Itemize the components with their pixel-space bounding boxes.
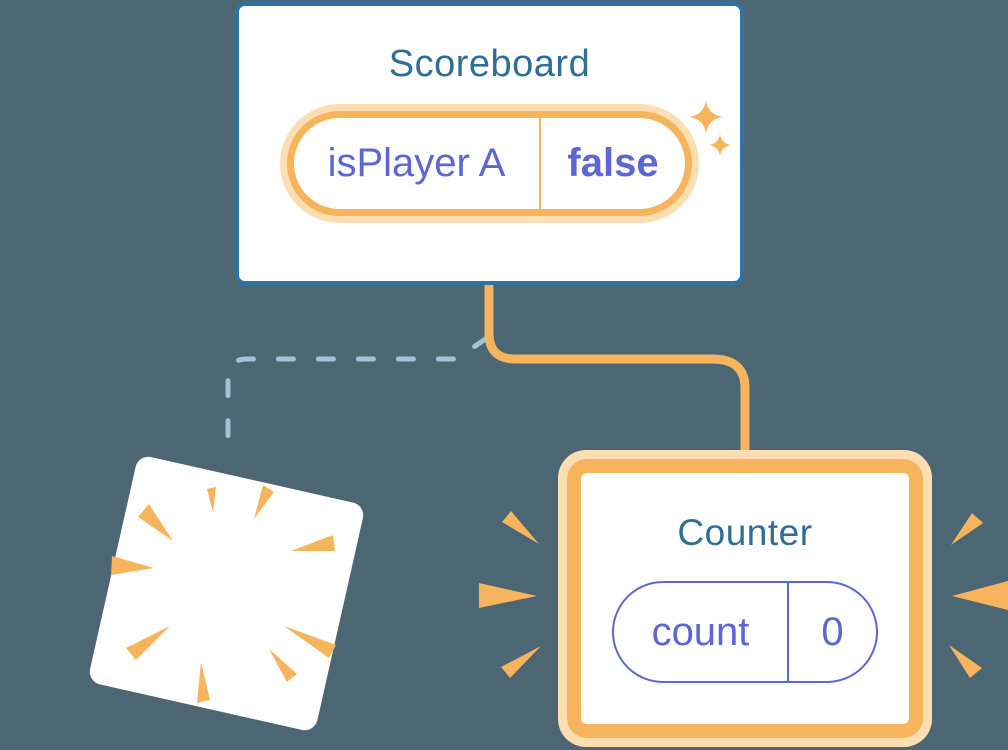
scoreboard-card: Scoreboard isPlayer A false <box>235 2 744 285</box>
burst-rays-icon <box>949 513 1008 678</box>
counter-card: Counter count 0 <box>567 459 923 738</box>
poof-rays <box>111 485 336 703</box>
pill-divider <box>539 118 541 209</box>
connector-solid-line <box>484 285 750 465</box>
pill-divider <box>787 583 789 681</box>
poof-burst-icon <box>89 456 364 731</box>
counter-card-highlight: Counter count 0 <box>558 450 932 747</box>
counter-title: Counter <box>677 512 813 553</box>
state-pill-highlight: isPlayer A false <box>280 104 699 223</box>
scoreboard-title: Scoreboard <box>388 43 591 85</box>
state-value: 0 <box>821 609 844 654</box>
connector-dashed-line <box>225 335 490 459</box>
burst-rays-icon <box>479 511 541 678</box>
state-key: count <box>651 609 750 654</box>
state-key: isPlayer A <box>327 141 506 185</box>
removed-card <box>89 456 364 731</box>
state-pill: isPlayer A false <box>287 111 692 216</box>
state-pill: count 0 <box>612 581 878 683</box>
sparkle-icon <box>689 100 731 156</box>
state-value: false <box>567 141 659 185</box>
